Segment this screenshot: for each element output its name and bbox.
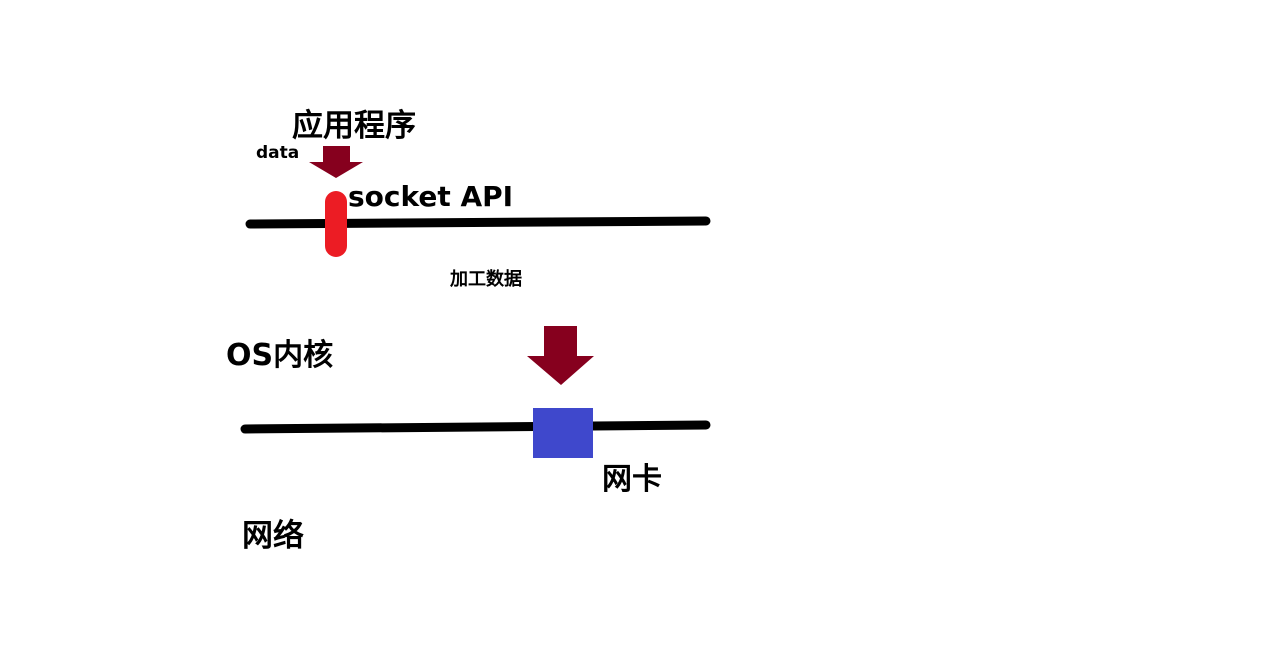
nic-box	[533, 408, 593, 458]
process-data-label: 加工数据	[450, 269, 522, 290]
os-kernel-label: OS内核	[226, 338, 334, 373]
process-down-arrow	[527, 326, 594, 385]
data-down-arrow	[309, 146, 363, 178]
socket-marker	[325, 191, 347, 257]
data-label: data	[256, 143, 300, 163]
socket-api-label: socket API	[348, 180, 514, 213]
app-kernel-boundary-line	[245, 216, 711, 229]
kernel-network-boundary-line	[240, 420, 711, 434]
network-label: 网络	[242, 518, 304, 554]
application-label: 应用程序	[292, 108, 416, 144]
nic-label: 网卡	[602, 462, 662, 497]
